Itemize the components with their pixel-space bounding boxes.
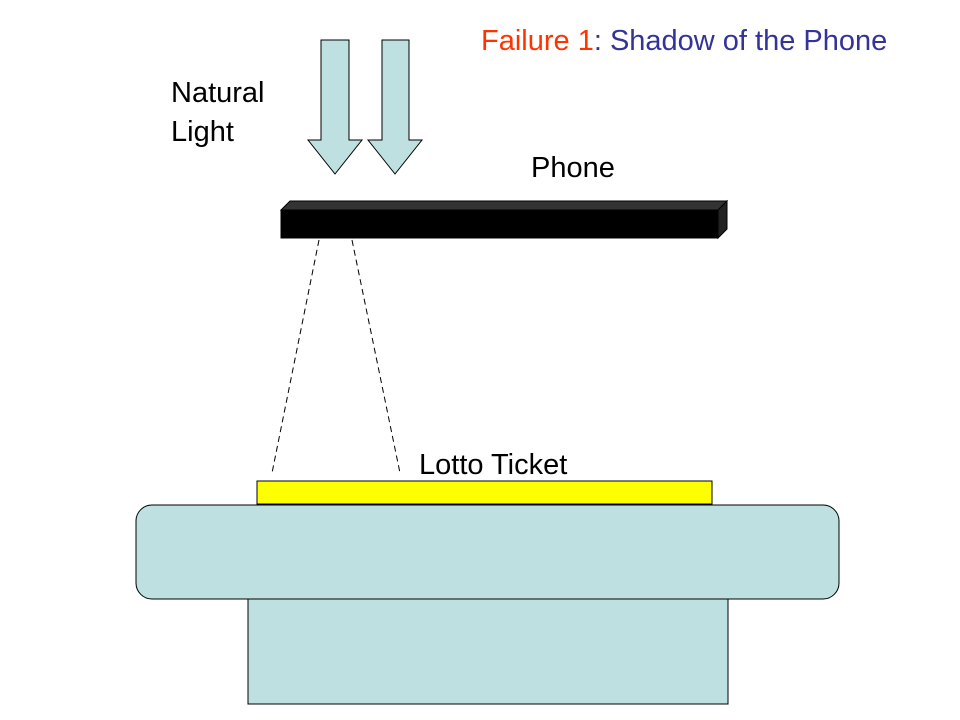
natural-light-label: Natural Light — [171, 74, 265, 152]
title-description: Shadow of the Phone — [601, 25, 888, 57]
natural-light-label-line2: Light — [171, 116, 234, 148]
view-line-left — [271, 239, 320, 474]
page-title: Failure 1: Shadow of the Phone — [481, 27, 887, 56]
title-failure: Failure 1 — [481, 25, 594, 57]
title-separator: : — [593, 25, 602, 57]
table-top — [135, 504, 840, 600]
view-line-right — [351, 239, 401, 474]
phone-label: Phone — [531, 152, 615, 184]
light-arrow-left — [306, 39, 364, 175]
light-arrow-right — [366, 39, 424, 175]
table-base — [247, 598, 729, 705]
lotto-ticket-label: Lotto Ticket — [419, 449, 568, 481]
lotto-ticket — [256, 480, 713, 505]
phone-bar — [279, 199, 729, 240]
natural-light-label-line1: Natural — [171, 77, 265, 109]
